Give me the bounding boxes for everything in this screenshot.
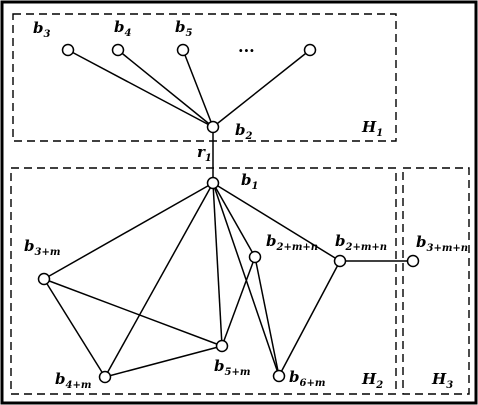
- subgraph-label-h1: H1: [361, 118, 383, 139]
- edge-top-right-b2: [212, 49, 311, 128]
- node-b6m: [272, 369, 286, 383]
- subgraph-box-h3: [402, 167, 470, 395]
- edge-b1-b2mn: [212, 182, 256, 258]
- edge-b1-b4m: [104, 182, 214, 378]
- edge-b4-b2: [117, 49, 214, 128]
- node-label-b5m: b5+m: [214, 357, 250, 378]
- node-b4m: [98, 370, 112, 384]
- node-b3m: [37, 272, 51, 286]
- subgraph-label-h3: H3: [431, 370, 453, 391]
- edge-b3m-b4m: [43, 278, 106, 378]
- edge-b5-b2: [182, 49, 214, 128]
- node-label-b1: b1: [241, 171, 258, 192]
- subgraph-box-h1: [12, 13, 397, 142]
- node-b3: [61, 43, 75, 57]
- node-label-b2: b2: [235, 121, 253, 142]
- edge-b1-b3m: [43, 182, 214, 280]
- edge-b5m-b2mn: [221, 256, 256, 347]
- node-b3mn: [406, 254, 420, 268]
- edge-b4m-b5m: [104, 345, 223, 378]
- node-b2: [206, 120, 220, 134]
- edge-b2mn-b6m: [254, 256, 280, 377]
- node-label-b4: b4: [114, 18, 132, 39]
- subgraph-box-h2: [10, 167, 397, 395]
- node-label-b5: b5: [175, 18, 193, 39]
- edge-label-r1: r1: [197, 143, 212, 164]
- node-label-b6m: b6+m: [289, 368, 325, 389]
- node-b2mn: [248, 250, 262, 264]
- node-label-b3: b3: [33, 19, 51, 40]
- node-label-b2mn: b2+m+n: [266, 232, 318, 253]
- node-label-b4m: b4+m: [55, 370, 91, 391]
- edge-b2mn-right-b6m: [278, 260, 341, 377]
- node-label-b3m: b3+m: [24, 237, 60, 258]
- node-b4: [111, 43, 125, 57]
- node-label-b3mn: b3+m+n: [416, 233, 468, 254]
- edge-b1-b2mn-right: [212, 182, 341, 262]
- node-b1: [206, 176, 220, 190]
- subgraph-label-h2: H2: [361, 370, 383, 391]
- edge-b1-b5m: [212, 182, 223, 347]
- node-b2mn-right: [333, 254, 347, 268]
- node-b5: [176, 43, 190, 57]
- node-top-right: [303, 43, 317, 57]
- edge-b3-b2: [67, 49, 214, 128]
- edge-b3m-b5m: [43, 278, 223, 347]
- ellipsis-text: ...: [238, 37, 255, 56]
- node-b5m: [215, 339, 229, 353]
- node-label-b2mn-right: b2+m+n: [335, 232, 387, 253]
